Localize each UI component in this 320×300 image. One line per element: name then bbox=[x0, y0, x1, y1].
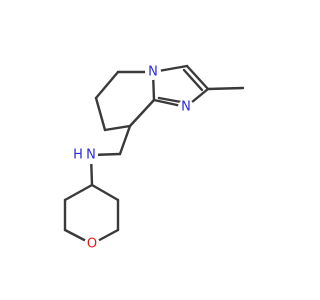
bond bbox=[185, 64, 210, 91]
atom-bg bbox=[84, 236, 100, 252]
ring-oxygen-label: O bbox=[87, 237, 97, 252]
molecule-structure: N N N H O bbox=[63, 64, 245, 252]
bond bbox=[103, 124, 132, 132]
amine-hydrogen-label: H bbox=[73, 148, 83, 163]
bond bbox=[206, 86, 245, 91]
bond bbox=[182, 68, 204, 92]
bond bbox=[94, 96, 107, 132]
bond bbox=[63, 183, 94, 202]
bond bbox=[90, 183, 120, 202]
amine-nitrogen-label: N bbox=[86, 148, 96, 163]
bond bbox=[94, 70, 120, 100]
bond bbox=[128, 98, 156, 128]
atom-labels: N N N H O bbox=[68, 64, 194, 252]
atom-bg bbox=[178, 99, 194, 115]
bond bbox=[118, 124, 132, 156]
bond bbox=[157, 96, 183, 104]
imine-nitrogen-label: N bbox=[181, 100, 191, 115]
atom-bg bbox=[145, 64, 161, 80]
atom-bg bbox=[68, 146, 98, 164]
ring-nitrogen-label: N bbox=[148, 65, 158, 80]
